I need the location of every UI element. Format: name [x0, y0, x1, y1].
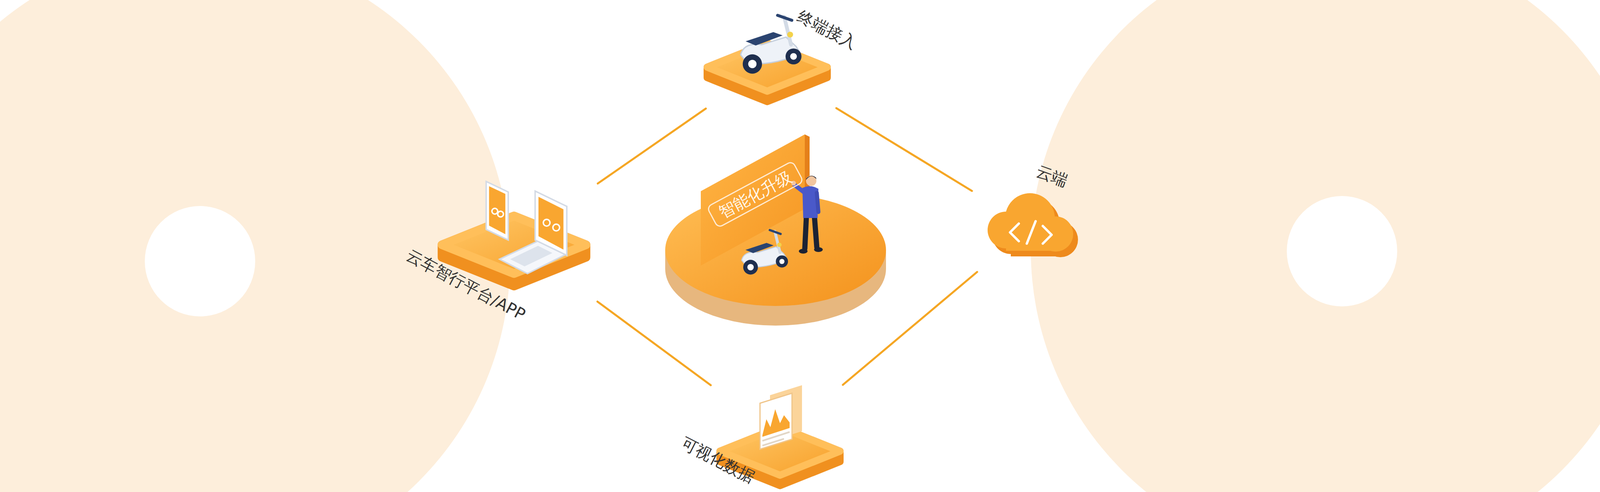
- node-label: 云端: [1033, 161, 1071, 191]
- board: [700, 134, 805, 266]
- bg-circle: [1030, 0, 1600, 492]
- node-label: 终端接入: [794, 6, 860, 53]
- app-platform: [442, 181, 586, 287]
- node-label: 可视化数据: [678, 433, 758, 487]
- cloud-node: 云端: [978, 186, 1083, 267]
- board-label: 智能化升级: [706, 160, 805, 229]
- center-disc: [665, 134, 886, 326]
- terminal-platform-node: 终端接入: [703, 28, 832, 104]
- connector-line: [842, 272, 978, 385]
- data-platform-node: 可视化数据: [716, 390, 845, 484]
- center-platform: 智能化升级: [665, 132, 886, 326]
- app-platform-node: 云车智行平台/APP: [439, 184, 592, 297]
- connector-line: [597, 301, 711, 386]
- person: [791, 175, 823, 254]
- cloud-icon: [987, 193, 1078, 258]
- connector-line: [597, 108, 706, 184]
- node-label: 云车智行平台/APP: [403, 245, 529, 325]
- bg-circle: [0, 0, 510, 492]
- connector-line: [836, 108, 972, 191]
- bg-hole: [144, 206, 256, 317]
- bg-hole: [1286, 196, 1398, 307]
